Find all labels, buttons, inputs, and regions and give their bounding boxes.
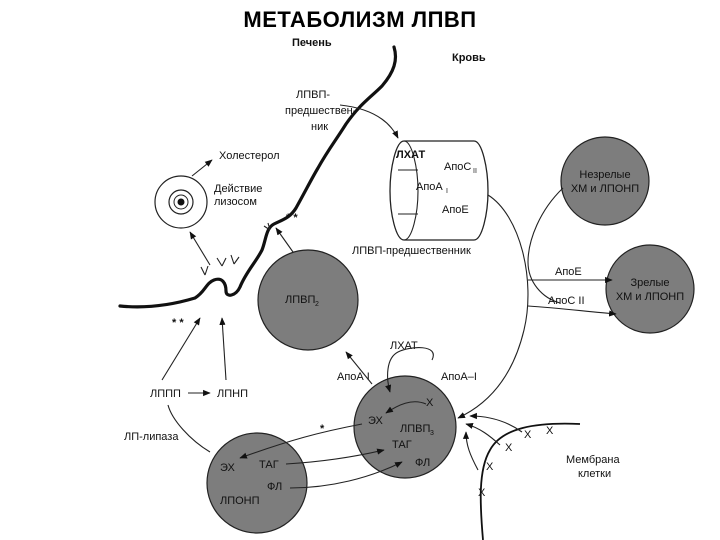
liver-asterisks: * * (286, 212, 298, 224)
vldl-fl: ФЛ (267, 481, 282, 493)
precursor-arrow (339, 104, 399, 139)
precursor-apoc2-sub: II (473, 168, 477, 175)
precursor-disc-edge (403, 140, 419, 241)
hdl3-to-vldl-ex-arrow (239, 423, 363, 459)
hdl3-to-hdl2-arrow (345, 351, 373, 385)
idl-to-liver-arrow (161, 317, 201, 381)
liver-membrane (118, 45, 398, 309)
hdl2-to-liver-arrow (275, 227, 294, 253)
precursor-top-label-3: ник (311, 121, 328, 133)
cholesterol-arrow (191, 159, 213, 177)
precursor-apoc2: АпоС (444, 161, 471, 173)
apoc2-transfer-label: АпоС II (548, 295, 585, 307)
svg-text:X: X (546, 425, 554, 437)
hdl3-apoa1-right: АпоА–I (441, 371, 477, 383)
hdl3-apoa1-left: АпоА I (337, 371, 370, 383)
svg-text:X: X (524, 429, 532, 441)
svg-text:X: X (478, 487, 486, 499)
lcat-loop (385, 347, 434, 393)
lysosome-label-2: лизосом (214, 196, 257, 208)
membrane-arrow-3 (469, 412, 523, 433)
hdl2-sub: 2 (315, 301, 319, 308)
svg-text:X: X (505, 442, 513, 454)
hdl3-x-to-ex-arrow (385, 401, 427, 414)
membrane-label-2: клетки (578, 468, 611, 480)
precursor-disc (389, 140, 489, 241)
diagram-title: МЕТАБОЛИЗМ ЛПВП (243, 7, 476, 32)
precursor-apoa1: АпоА (416, 181, 443, 193)
vldl-ex: ЭХ (220, 462, 236, 474)
apoc2-transfer-arrow (527, 305, 617, 317)
cholesterol-label: Холестерол (219, 150, 280, 162)
mature-particle (605, 244, 695, 334)
membrane-arrow-2 (465, 422, 501, 446)
hdl3-sub: 3 (430, 430, 434, 437)
immature-to-mature-line (527, 187, 564, 304)
hdl2-particle (257, 249, 359, 351)
cell-membrane (479, 422, 581, 540)
lp-lipase-label: ЛП-липаза (124, 431, 179, 443)
svg-text:X: X (486, 461, 494, 473)
hdl3-tag: ТАГ (392, 439, 412, 451)
vldl-to-hdl3-tag-arrow (285, 448, 385, 465)
membrane-label-1: Мембрана (566, 454, 620, 466)
hdl2-label: ЛПВП (285, 294, 315, 306)
vldl-particle (206, 432, 308, 534)
ldl-to-liver-arrow (219, 317, 227, 381)
receptor-asterisks: * * (172, 317, 184, 329)
lysosome-core (177, 198, 185, 206)
precursor-lcat: ЛХАТ (396, 149, 425, 161)
precursor-caption: ЛПВП-предшественник (352, 245, 471, 257)
apoe-transfer-label: АпоЕ (555, 266, 582, 278)
precursor-to-hdl3-line (457, 194, 529, 419)
immature-label-2: ХМ и ЛПОНП (571, 183, 639, 195)
precursor-top-label-2: предшествен- (285, 105, 357, 117)
hdl3-vldl-asterisk: * (320, 423, 325, 435)
vldl-to-idl-line (167, 404, 211, 453)
lysosome-label-1: Действие (214, 183, 262, 195)
liver-label: Печень (292, 37, 332, 49)
vldl-tag: ТАГ (259, 459, 279, 471)
hdl3-ex: ЭХ (368, 415, 384, 427)
membrane-marks: X X X X X (478, 425, 554, 499)
immature-label-1: Незрелые (579, 169, 630, 181)
mature-label-2: ХМ и ЛПОНП (616, 291, 684, 303)
hdl3-label: ЛПВП (400, 423, 430, 435)
ldl-label: ЛПНП (217, 388, 248, 400)
hdl3-x: Х (426, 397, 434, 409)
mature-label-1: Зрелые (631, 277, 670, 289)
precursor-top-label-1: ЛПВП- (296, 89, 330, 101)
precursor-disc-rim (398, 169, 418, 215)
hdl3-lcat-label: ЛХАТ (390, 340, 418, 352)
vldl-to-hdl3-fl-arrow (289, 461, 403, 489)
immature-particle (560, 136, 650, 226)
lysosome-intake-arrow (189, 231, 211, 266)
blood-label: Кровь (452, 52, 486, 64)
precursor-apoe: АпоЕ (442, 204, 469, 216)
membrane-receptors (200, 222, 271, 276)
membrane-arrow-1 (462, 431, 479, 471)
hdl3-fl: ФЛ (415, 457, 430, 469)
vldl-label: ЛПОНП (220, 495, 260, 507)
precursor-apoa1-sub: I (446, 188, 448, 195)
idl-label: ЛППП (150, 388, 181, 400)
